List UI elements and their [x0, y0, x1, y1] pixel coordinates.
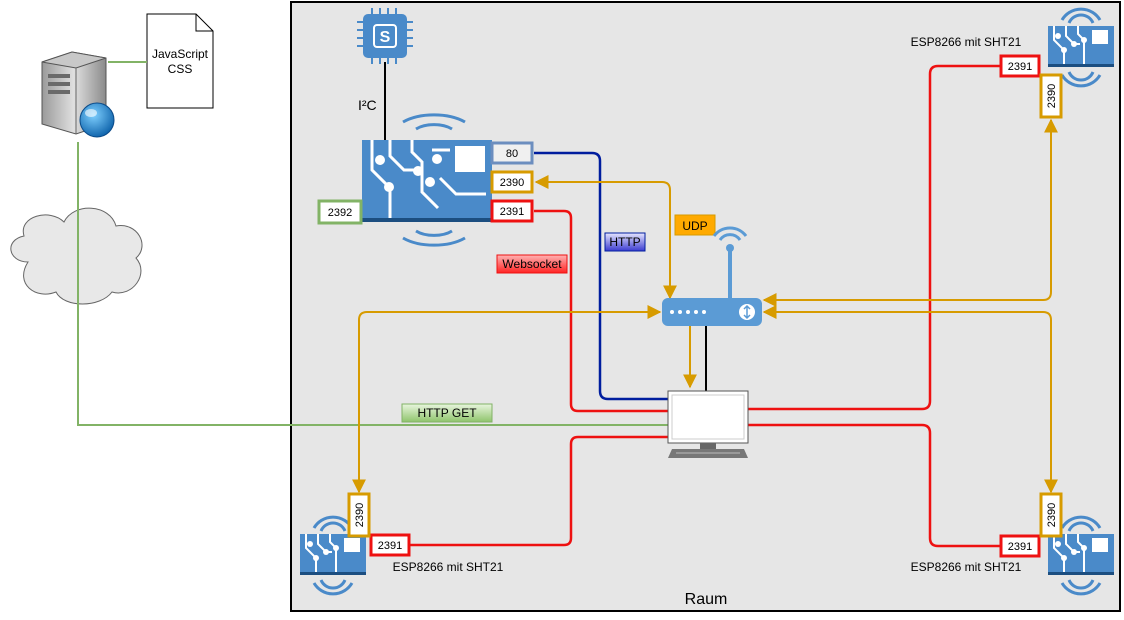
esp-hub-icon — [362, 113, 492, 247]
esp-sensor-1-port-udp-label: 2390 — [1046, 84, 1058, 108]
esp-sensor-3-port-websocket-label: 2391 — [1008, 541, 1032, 553]
udp-connection-sensor-2 — [352, 305, 662, 494]
udp-connection-sensor-3 — [762, 305, 1058, 494]
esp-sensor-1-port-websocket: 2391 — [999, 54, 1041, 78]
esp-sensor-3-port-udp-label: 2390 — [1046, 503, 1058, 527]
document-icon — [146, 13, 214, 109]
http-badge: HTTP — [604, 232, 646, 252]
esp-sensor-1-port-websocket-label: 2391 — [1008, 61, 1032, 73]
esp-sensor-1-port-udp: 2390 — [1039, 73, 1063, 119]
udp-connection-hub — [534, 175, 677, 300]
esp-sensor-2-port-websocket: 2391 — [369, 533, 411, 557]
hub-port-websocket: 2391 — [490, 199, 534, 223]
document-line-2: CSS — [168, 62, 193, 76]
esp-sensor-3-port-websocket: 2391 — [999, 534, 1041, 558]
pc-icon — [667, 390, 749, 458]
esp-sensor-2-label: ESP8266 mit SHT21 — [393, 560, 504, 574]
sensor-chip-icon: S — [357, 8, 413, 64]
hub-port-udp-label: 2390 — [500, 177, 524, 189]
i2c-label: I²C — [358, 97, 377, 113]
http-get-badge-label: HTTP GET — [417, 406, 477, 420]
hub-port-udp: 2390 — [490, 170, 534, 194]
esp-sensor-3-port-udp: 2390 — [1039, 492, 1063, 538]
room-label: Raum — [685, 591, 728, 608]
hub-port-client: 2392 — [317, 199, 363, 225]
http-badge-label: HTTP — [609, 235, 640, 249]
http-get-badge: HTTP GET — [401, 403, 493, 423]
hub-port-http-label: 80 — [506, 148, 518, 160]
esp-sensor-2-port-udp-label: 2390 — [354, 503, 366, 527]
websocket-badge: Websocket — [496, 254, 568, 274]
web-server-icon — [41, 51, 115, 138]
svg-text:S: S — [380, 29, 391, 46]
udp-badge-label: UDP — [682, 219, 707, 233]
udp-badge: UDP — [674, 214, 716, 236]
udp-connection-sensor-1 — [762, 118, 1058, 307]
esp-sensor-2-port-udp: 2390 — [347, 492, 371, 538]
wlan-router-icon — [662, 226, 762, 326]
hub-port-client-label: 2392 — [328, 207, 352, 219]
hub-port-websocket-label: 2391 — [500, 206, 524, 218]
hub-port-http: 80 — [490, 141, 534, 165]
internet-cloud — [10, 207, 143, 305]
esp-sensor-1-label: ESP8266 mit SHT21 — [911, 35, 1022, 49]
esp-sensor-2-port-websocket-label: 2391 — [378, 540, 402, 552]
esp-sensor-3-label: ESP8266 mit SHT21 — [911, 560, 1022, 574]
websocket-badge-label: Websocket — [502, 257, 562, 271]
document-line-1: JavaScript — [152, 47, 209, 61]
